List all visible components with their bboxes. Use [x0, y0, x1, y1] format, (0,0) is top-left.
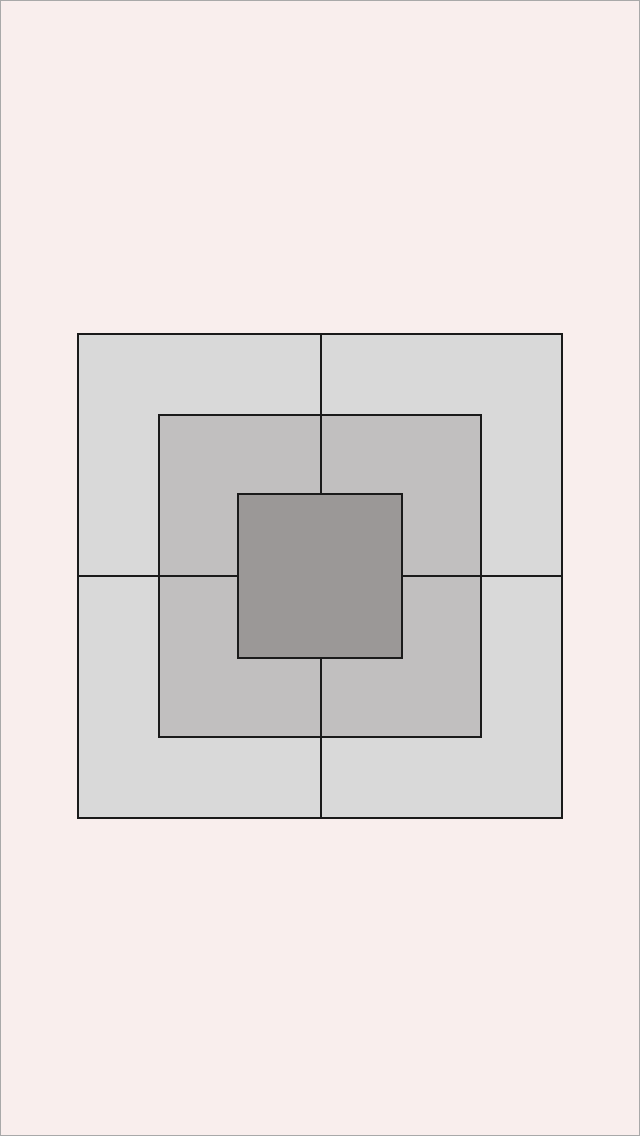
center-square[interactable] [238, 494, 402, 658]
